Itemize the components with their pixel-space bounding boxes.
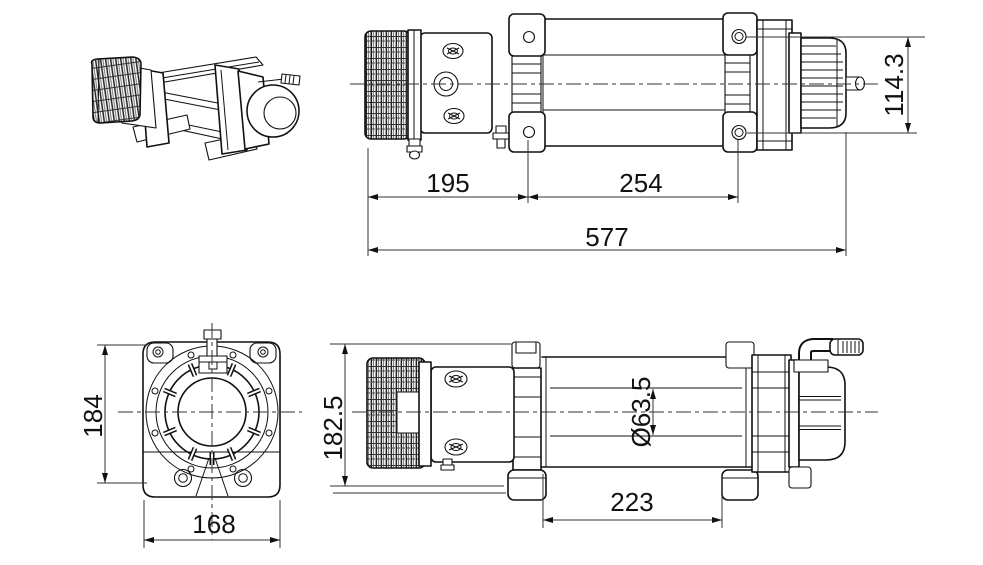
clutch-cap-top-view bbox=[800, 37, 866, 129]
dimension-182-5: 182.5 bbox=[318, 343, 512, 494]
motor-top-view bbox=[364, 30, 411, 140]
dim-label-63-5: Ø63.5 bbox=[626, 377, 656, 448]
flange-bolts bbox=[151, 351, 273, 473]
fitting-bottom-view bbox=[440, 458, 455, 471]
mount-plate-bottom-view bbox=[430, 366, 515, 463]
iso-handle-grip bbox=[280, 73, 301, 86]
dim-label-114-3: 114.3 bbox=[879, 53, 909, 116]
dimension-254: 254 bbox=[528, 140, 739, 203]
gearbox-top-view bbox=[756, 19, 802, 151]
dimension-63-5: Ø63.5 bbox=[626, 377, 656, 448]
tie-bar-left-bottom-view bbox=[507, 341, 547, 501]
dimension-168: 168 bbox=[143, 500, 281, 548]
iso-motor bbox=[90, 56, 142, 124]
front-view: 184 168 bbox=[78, 323, 302, 548]
side-view-bottom: 182.5 Ø63.5 223 bbox=[318, 338, 878, 528]
dimension-114-3: 114.3 bbox=[746, 36, 925, 134]
plate-fasteners-bottom bbox=[444, 370, 468, 456]
mount-hole-tl bbox=[152, 346, 164, 358]
drum-bottom-view bbox=[541, 356, 753, 468]
dimension-577: 577 bbox=[368, 132, 847, 256]
isometric-view bbox=[90, 56, 301, 161]
drum-top-view bbox=[542, 18, 726, 147]
motor-collar-bottom bbox=[418, 361, 432, 467]
grease-fitting-mid bbox=[492, 125, 510, 149]
dimension-184: 184 bbox=[78, 344, 147, 484]
mount-boss-br bbox=[233, 468, 253, 488]
iso-clutch-handle bbox=[257, 78, 285, 83]
tie-bar-left-top-view bbox=[508, 13, 546, 153]
tie-bar-right-bottom-view bbox=[721, 341, 759, 501]
clutch-handle bbox=[793, 338, 864, 373]
dimension-195: 195 bbox=[367, 140, 738, 256]
dimension-223: 223 bbox=[542, 473, 723, 528]
dim-label-195: 195 bbox=[426, 168, 469, 198]
dim-label-182-5: 182.5 bbox=[318, 395, 348, 460]
dim-label-223: 223 bbox=[610, 487, 653, 517]
side-view-top: 195 254 577 114.3 bbox=[350, 12, 925, 256]
grease-fitting-left bbox=[406, 138, 423, 160]
dim-label-168: 168 bbox=[192, 509, 235, 539]
gearbox-bottom-view bbox=[751, 354, 846, 489]
mount-hole-tr bbox=[257, 346, 269, 358]
mount-boss-bl bbox=[173, 468, 193, 488]
dim-label-184: 184 bbox=[78, 394, 108, 437]
tie-bar-right-top-view bbox=[722, 12, 758, 153]
dim-label-254: 254 bbox=[619, 168, 662, 198]
dim-label-577: 577 bbox=[585, 222, 628, 252]
